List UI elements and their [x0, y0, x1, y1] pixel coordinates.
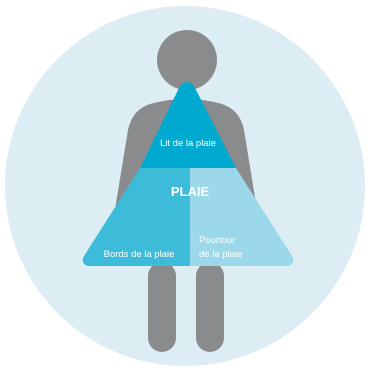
- person-head: [157, 30, 217, 90]
- label-pourtour-line1: Pourtour: [199, 235, 235, 246]
- person-right-leg: [196, 262, 224, 352]
- region-bords: [82, 168, 190, 266]
- label-bords: Bords de la plaie: [104, 249, 175, 260]
- center-label: PLAIE: [171, 184, 210, 199]
- person-left-leg: [148, 262, 176, 352]
- region-lit: [140, 82, 236, 168]
- label-lit: Lit de la plaie: [160, 138, 216, 149]
- region-pourtour: [190, 168, 294, 266]
- label-pourtour-line2: de la plaie: [199, 249, 242, 260]
